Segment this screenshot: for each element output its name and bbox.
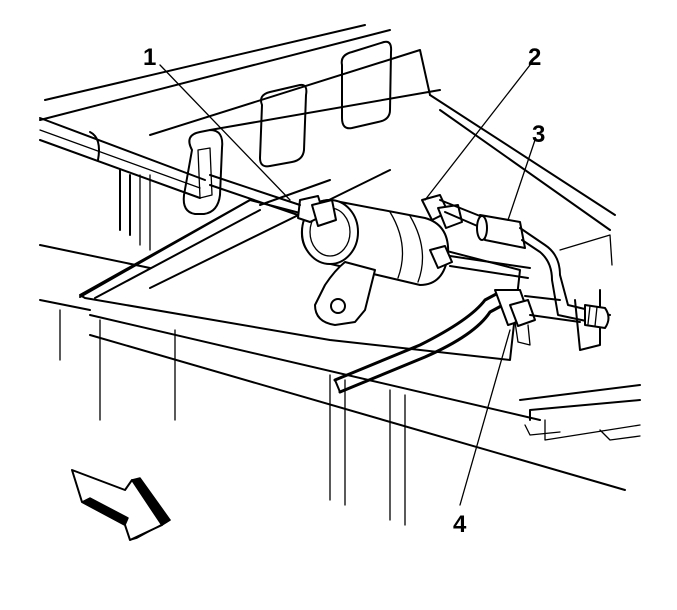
fuel-filter — [297, 194, 463, 326]
frame-structure — [39, 24, 641, 526]
callout-4: 4 — [453, 511, 467, 538]
callout-2: 2 — [528, 44, 541, 71]
fuel-lines — [209, 174, 611, 394]
callout-labels: 1 2 3 4 — [143, 44, 545, 538]
leader-lines — [159, 64, 536, 506]
forward-direction-arrow-icon — [71, 469, 171, 541]
callout-3: 3 — [532, 121, 545, 148]
mounting-plate — [79, 169, 521, 361]
callout-1: 1 — [143, 44, 156, 71]
